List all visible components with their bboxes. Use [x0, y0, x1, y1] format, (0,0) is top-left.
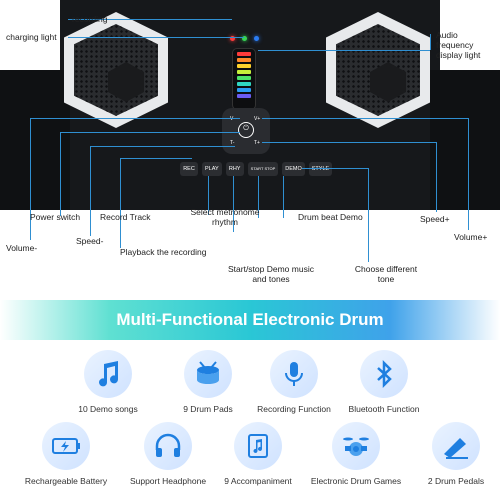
feature-banner: Multi-Functional Electronic Drum [0, 300, 500, 340]
callout-volume-plus: Volume+ [454, 232, 488, 242]
callout-start-stop: Start/stop Demo music and tones [228, 264, 314, 284]
led-bar [237, 88, 251, 92]
feature-bluetooth: Bluetooth Function [334, 350, 434, 414]
charging-indicator [242, 36, 247, 41]
led-bar [237, 58, 251, 62]
speed-up-button[interactable]: T+ [254, 140, 260, 146]
led-bar [237, 52, 251, 56]
led-bar [237, 76, 251, 80]
callout-audio-frequency: Audio frequency display light [436, 30, 481, 60]
rhy-button[interactable]: RHY [225, 162, 244, 176]
callout-volume-minus: Volume- [6, 243, 38, 253]
headphone-icon [155, 433, 181, 457]
side-panel-right [430, 70, 500, 210]
bluetooth-icon [377, 359, 392, 389]
power-button[interactable]: ⏻ [238, 122, 254, 138]
callout-speed-plus: Speed+ [420, 214, 450, 224]
banner-title: Multi-Functional Electronic Drum [116, 310, 384, 329]
product-photo: V- V+ T- T+ ⏻ REC PLAY RHY START STOP DE… [0, 0, 500, 210]
callout-speed-minus: Speed- [76, 236, 104, 246]
function-button-row: REC PLAY RHY START STOP DEMO STYLE [180, 162, 333, 176]
feature-battery: Rechargeable Battery [16, 422, 116, 486]
callout-choose-tone: Choose different tone [354, 264, 418, 284]
feature-drum-pads: 9 Drum Pads [158, 350, 258, 414]
microphone-icon [285, 362, 303, 386]
rec-button[interactable]: REC [180, 162, 198, 176]
feature-headphone: Support Headphone [118, 422, 218, 486]
feature-demo-songs: 10 Demo songs [58, 350, 158, 414]
led-bar [237, 82, 251, 86]
bluetooth-indicator [254, 36, 259, 41]
callout-charging-light: charging light [6, 32, 57, 42]
speaker-right [326, 12, 430, 128]
demo-button[interactable]: DEMO [282, 162, 305, 176]
callout-playback: Playback the recording [120, 247, 207, 257]
led-bar [237, 64, 251, 68]
led-bar [237, 70, 251, 74]
play-button[interactable]: PLAY [202, 162, 222, 176]
audio-frequency-display [232, 48, 256, 110]
feature-accompaniment: 9 Accompaniment [208, 422, 308, 486]
pedal-icon [444, 438, 468, 459]
callout-record-track: Record Track [100, 212, 151, 222]
callout-power-switch: Power switch [30, 212, 81, 222]
speaker-left [64, 12, 168, 128]
battery-icon [52, 438, 80, 454]
drum-icon [197, 361, 219, 384]
feature-drum-pedals: 2 Drum Pedals [406, 422, 500, 486]
volume-up-button[interactable]: V+ [254, 116, 261, 122]
feature-recording: Recording Function [244, 350, 344, 414]
callout-drum-beat-demo: Drum beat Demo [298, 212, 363, 222]
start-stop-button[interactable]: START STOP [247, 162, 279, 176]
speed-down-button[interactable]: T- [230, 140, 235, 146]
music-file-icon [248, 434, 268, 458]
music-note-icon [99, 361, 119, 387]
callout-select-metronome: Select metronome rhythm [190, 207, 260, 227]
style-button[interactable]: STYLE [308, 162, 333, 176]
callout-recording: recording [72, 14, 108, 24]
recording-indicator [230, 36, 235, 41]
side-panel-left [0, 70, 70, 210]
volume-down-button[interactable]: V- [230, 116, 235, 122]
led-bar [237, 94, 251, 98]
feature-drum-games: Electronic Drum Games [306, 422, 406, 486]
drum-kit-icon [343, 437, 369, 456]
